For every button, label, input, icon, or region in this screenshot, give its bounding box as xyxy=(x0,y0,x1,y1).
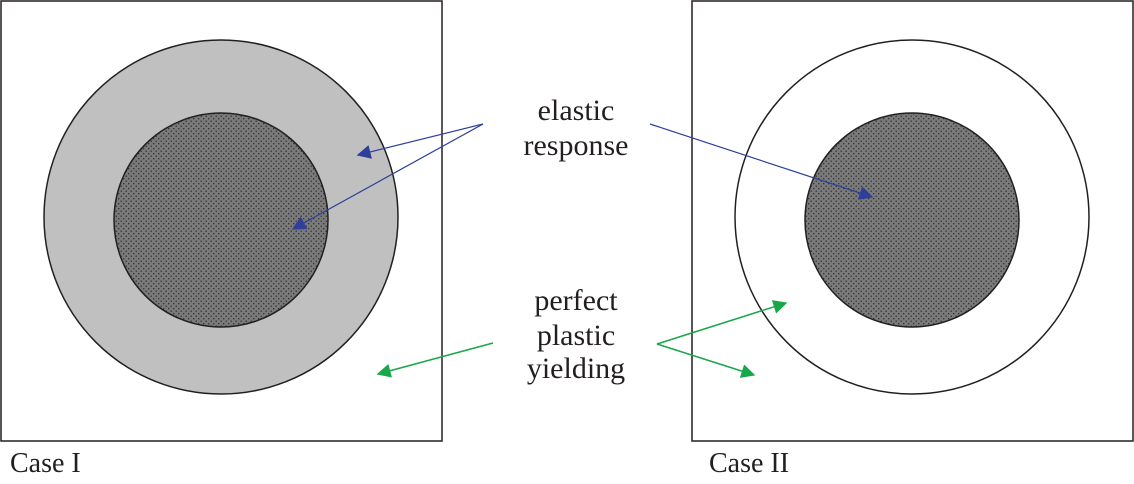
elastic-label-line2: response xyxy=(524,129,629,162)
case2-panel xyxy=(691,0,1134,442)
elastic-arrows xyxy=(291,123,874,230)
elastic-arrow-to-case1-ring xyxy=(356,123,484,159)
case2-inner-core xyxy=(804,112,1020,328)
case1-panel xyxy=(0,0,443,442)
plastic-arrows xyxy=(376,300,788,378)
plastic-label-line1: perfect xyxy=(534,284,618,317)
elastic-arrow-to-case2-core xyxy=(649,123,874,200)
case1-inner-core xyxy=(113,112,329,328)
plastic-label-line3: yielding xyxy=(527,352,625,385)
elastic-arrow-to-case1-core xyxy=(291,123,484,230)
plastic-label-line2: plastic xyxy=(537,319,615,352)
plastic-arrow-to-case2-ring xyxy=(656,300,788,345)
case2-label: Case II xyxy=(709,448,789,479)
plastic-arrow-to-case1-corner xyxy=(376,342,494,378)
elastic-label-line1: elastic xyxy=(538,94,615,127)
plastic-yielding-label: perfect plastic yielding xyxy=(527,284,625,385)
plastic-arrow-to-case2-corner xyxy=(656,343,756,378)
elastic-response-label: elastic response xyxy=(524,94,629,162)
case1-label: Case I xyxy=(10,448,81,479)
